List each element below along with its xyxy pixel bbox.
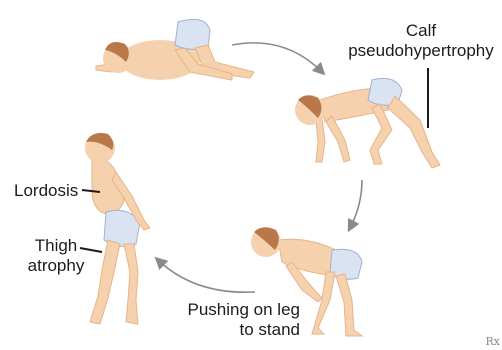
calf-label-line2: pseudohypertrophy [346, 41, 496, 61]
thigh-label-line1: Thigh [26, 236, 86, 256]
child-crawling-figure [96, 19, 254, 80]
child-bear-walk-figure [295, 78, 440, 168]
cycle-arrow-3 [158, 260, 255, 292]
calf-label-line1: Calf [346, 21, 496, 41]
cycle-arrow-2 [350, 180, 362, 228]
push-label-line1: Pushing on leg [170, 300, 300, 320]
rx-watermark: Rx [486, 335, 501, 348]
calf-pseudohypertrophy-label: Calf pseudohypertrophy [346, 21, 496, 61]
thigh-label-line2: atrophy [26, 256, 86, 276]
child-standing-lordosis-figure [85, 133, 150, 324]
pushing-on-leg-label: Pushing on leg to stand [170, 300, 300, 340]
thigh-atrophy-label: Thigh atrophy [26, 236, 86, 276]
lordosis-label: Lordosis [14, 181, 78, 201]
push-label-line2: to stand [170, 320, 300, 340]
cycle-arrow-1 [232, 43, 322, 72]
